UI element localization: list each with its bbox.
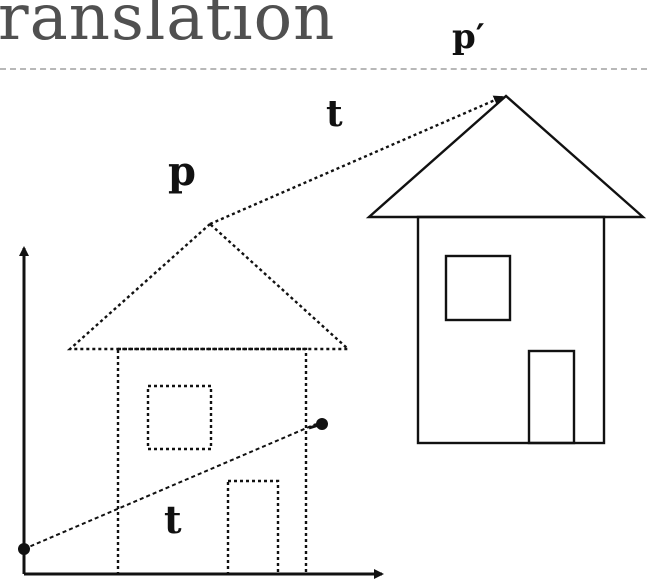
- original-house-roof: [66, 222, 352, 351]
- label-p-prime: p′: [452, 17, 485, 57]
- original-house-door: [226, 479, 280, 576]
- translated-house-door: [527, 349, 576, 445]
- title-divider: [0, 68, 647, 70]
- translation-vector-origin: [23, 423, 317, 550]
- original-house-body: [116, 347, 308, 576]
- label-t-bottom: t: [164, 497, 182, 542]
- slide-title: ranslation: [0, 0, 336, 55]
- label-p: p: [168, 148, 196, 195]
- vector-tip-stub: [308, 422, 323, 430]
- translation-vector-p: [209, 95, 504, 226]
- translated-house-roof: [365, 94, 647, 219]
- translated-house-window: [444, 254, 512, 322]
- translated-house: [365, 94, 647, 445]
- translated-house-body: [416, 215, 606, 445]
- origin-point: [18, 543, 30, 555]
- label-t-top: t: [326, 93, 343, 135]
- original-house: [66, 222, 352, 576]
- original-house-window: [146, 384, 213, 451]
